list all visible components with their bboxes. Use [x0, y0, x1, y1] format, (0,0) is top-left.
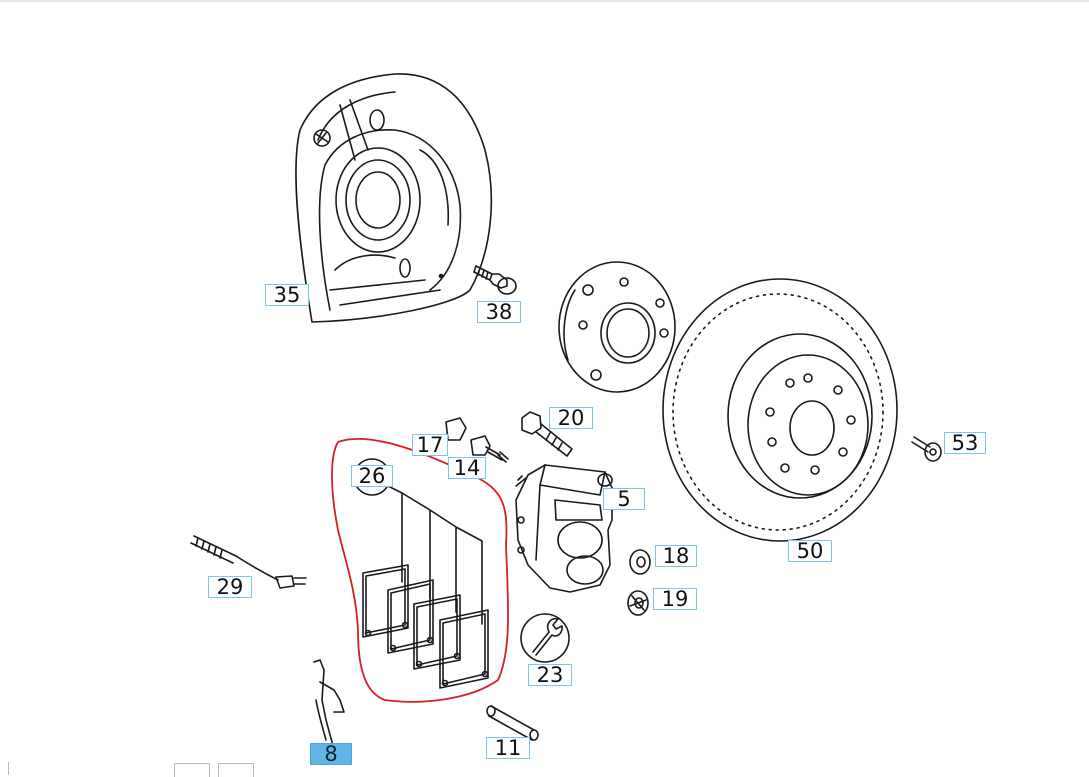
brake-disc-drawing: [662, 278, 898, 542]
left-edge-tick: [0, 762, 9, 775]
service-kit-badge: [520, 613, 570, 663]
part-label-35[interactable]: 35: [265, 284, 309, 306]
part-label-29[interactable]: 29: [208, 576, 252, 598]
bolt-20-drawing: [521, 411, 573, 457]
bottom-control-box[interactable]: [174, 763, 210, 777]
brake-caliper-drawing: [515, 464, 613, 593]
washer-18-drawing: [629, 549, 651, 575]
part-label-14[interactable]: 14: [448, 457, 486, 479]
part-label-11[interactable]: 11: [486, 737, 530, 759]
wheel-hub-drawing: [558, 261, 676, 393]
part-label-50[interactable]: 50: [788, 540, 832, 562]
splash-shield-drawing: [295, 73, 493, 323]
guide-pin-drawing: [486, 705, 539, 741]
bolt-38-drawing: [473, 265, 517, 295]
brake-pad-set-drawing: [353, 458, 489, 689]
part-label-8-selected[interactable]: 8: [310, 743, 352, 765]
part-label-26[interactable]: 26: [351, 465, 393, 487]
retaining-spring-drawing: [313, 659, 345, 761]
part-label-17[interactable]: 17: [412, 434, 448, 456]
wear-sensor-drawing: [190, 535, 307, 589]
part-label-5[interactable]: 5: [603, 488, 645, 510]
part-label-20[interactable]: 20: [549, 407, 593, 429]
screw-53-drawing: [911, 436, 942, 462]
bottom-control-box[interactable]: [218, 763, 254, 777]
top-divider: [0, 0, 1089, 2]
part-label-38[interactable]: 38: [477, 301, 521, 323]
part-label-23[interactable]: 23: [528, 664, 572, 686]
washer-19-drawing: [627, 590, 649, 616]
part-label-19[interactable]: 19: [653, 588, 697, 610]
part-label-53[interactable]: 53: [944, 432, 986, 454]
part-label-18[interactable]: 18: [655, 545, 697, 567]
